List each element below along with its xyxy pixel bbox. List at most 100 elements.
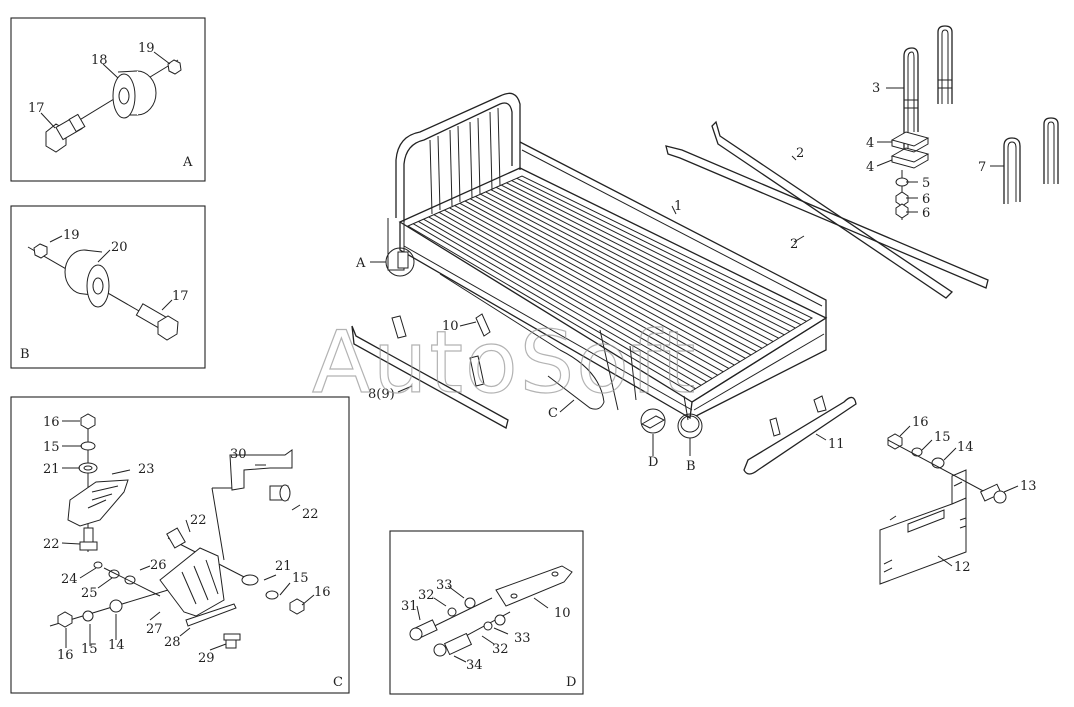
ref-b: B [686,459,696,474]
side-guard-8 [351,315,509,429]
callout-17: 17 [172,289,189,304]
bolt-13-icon [979,483,1007,504]
washer-33-icon [494,614,506,626]
callout-32: 32 [418,588,435,603]
callout-32: 32 [492,642,509,657]
callout-21: 21 [43,462,60,477]
cargo-bed [387,92,828,433]
callout-17: 17 [28,101,45,116]
callout-11: 11 [828,437,845,452]
inset-b: 19 20 17 B [10,205,206,369]
inset-d: 31 32 33 10 33 32 34 D [389,530,584,695]
callout-13: 13 [1020,479,1037,494]
bolt-17-icon [135,303,179,341]
callout-28: 28 [164,635,181,650]
washer-14-icon [109,599,123,613]
callout-16: 16 [43,415,60,430]
floor-rib [469,198,757,353]
watermark: AutoSoft [312,313,697,413]
washer-32-icon [447,607,457,617]
callout-24: 24 [61,572,78,587]
nut-16-icon [289,598,305,615]
bracket-30-icon [229,449,293,491]
washer-15-icon [911,447,923,457]
inset-c: 16 15 21 23 22 30 22 22 24 25 26 21 15 1… [10,396,350,694]
bushing-20-icon [64,249,110,308]
callout-1: 1 [674,199,682,214]
mount-bracket-12 [879,469,967,585]
nut-19-icon [33,243,48,259]
callout-2: 2 [790,237,798,252]
callout-14: 14 [108,638,125,653]
floor-rib [428,216,713,379]
callout-16: 16 [912,415,929,430]
floor-rib [444,209,730,369]
floor-rib [438,211,724,373]
callout-18: 18 [91,53,108,68]
callout-31: 31 [401,599,418,614]
callout-6: 6 [922,192,930,207]
callout-14: 14 [957,440,974,455]
ref-a: A [355,256,366,271]
nut-6-icon [895,203,909,219]
washer-32-icon [483,621,493,631]
bracket-23-icon [67,479,129,527]
floor-rib [501,184,791,332]
callout-15: 15 [43,440,60,455]
inset-a: 17 18 19 A [10,17,206,182]
callout-21: 21 [275,559,292,574]
callout-6: 6 [922,206,930,221]
floor-rib [433,214,718,376]
rail-2 [665,120,989,299]
floor-rib [490,189,779,339]
nut-6-icon [895,191,909,207]
floor-rib [485,191,774,342]
floor-rib [480,193,768,346]
callout-19: 19 [138,41,155,56]
callout-3: 3 [872,81,880,96]
callout-16: 16 [314,585,331,600]
bolt-22-icon [166,527,186,549]
floor-ribs [412,177,807,390]
callout-12: 12 [954,560,971,575]
inset-letter-c: C [333,675,343,690]
washer-15-icon [80,441,96,451]
callout-7: 7 [978,160,986,175]
bracket-27-icon [159,547,225,617]
callout-30: 30 [230,447,247,462]
washer-15-icon [265,590,279,600]
nut-16-icon [57,611,73,628]
nut-16-icon [80,413,96,430]
callout-33: 33 [514,631,531,646]
callout-19: 19 [63,228,80,243]
floor-rib [495,186,785,336]
washer-33-icon [464,597,476,609]
floor-rib [464,200,752,356]
bar-10 [475,313,491,337]
callout-25: 25 [81,586,98,601]
callout-22: 22 [302,507,319,522]
callout-15: 15 [934,430,951,445]
callout-34: 34 [466,658,483,673]
floor-rib [423,218,707,383]
floor-rib [454,205,741,363]
callout-16: 16 [57,648,74,663]
callout-22: 22 [190,513,207,528]
ref-d: D [648,455,658,470]
bracket-10-icon [495,565,573,607]
callout-26: 26 [150,558,167,573]
bolt-22-icon [83,527,94,543]
callout-23: 23 [138,462,155,477]
floor-rib [412,223,696,390]
u-bolt-3-icon [903,25,953,156]
bushing-18-icon [112,70,157,119]
callout-5: 5 [922,176,930,191]
floor-rib [449,207,735,366]
inset-letter-a: A [182,155,193,170]
inset-letter-b: B [20,347,30,362]
callout-8-9: 8(9) [368,387,395,402]
washer-21-icon [241,574,259,586]
callout-10: 10 [442,319,459,334]
bracket-d-icon [640,415,666,429]
